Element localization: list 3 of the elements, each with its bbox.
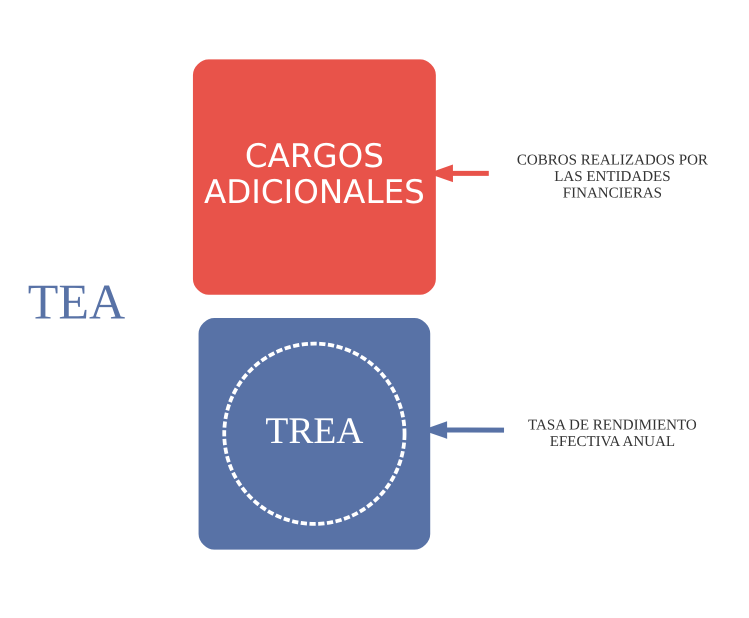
node-text: COBROS REALIZADOS POR LAS ENTIDADES FINANCIERAS [516,152,708,201]
label: TEA [28,273,126,330]
node-text: TASA DE RENDIMIENTO EFECTIVA ANUAL [528,417,697,450]
